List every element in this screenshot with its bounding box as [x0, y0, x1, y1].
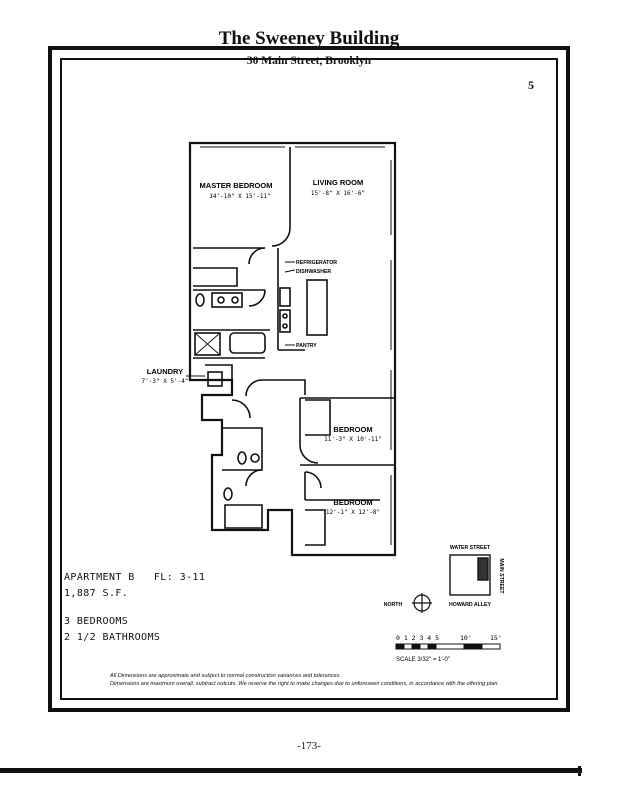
bottom-rule-tick — [578, 766, 581, 776]
master-bedroom-dims: 14'-10" X 15'-11" — [209, 193, 270, 200]
north-arrow-icon — [412, 593, 432, 613]
bedroom3-walls — [304, 472, 380, 501]
main-street-label: MAIN STREET — [498, 558, 504, 594]
apartment-info: APARTMENT B FL: 3-11 1,887 S.F. — [64, 570, 205, 602]
bath-left-walls — [222, 427, 263, 471]
building-address: 30 Main Street, Brooklyn — [246, 55, 372, 67]
pantry-label: PANTRY — [296, 343, 317, 349]
bedroom3-label: BEDROOM — [333, 498, 372, 507]
scale-ticks: 0 1 2 3 4 5 — [396, 634, 439, 642]
dishwasher-label: DISHWASHER — [296, 269, 331, 275]
scale-fifteen: 15' — [490, 634, 502, 642]
disclaimer-line-2: Dimensions are maximum overall, subtract… — [110, 681, 499, 687]
shower-master — [194, 332, 221, 356]
laundry-label: LAUNDRY — [147, 367, 183, 376]
door-living — [271, 227, 291, 247]
bedroom2-closet — [305, 399, 331, 436]
sink-2 — [231, 296, 239, 304]
hall-wall — [262, 379, 306, 395]
toilet-left — [237, 451, 247, 465]
living-room-dims: 15'-8" X 16'-6" — [311, 190, 365, 197]
toilet-master — [195, 293, 205, 307]
door-hall — [245, 379, 263, 397]
scale-ten: 10' — [460, 634, 472, 642]
apartment-bedrooms: 3 BEDROOMS — [64, 616, 129, 627]
master-tub — [229, 332, 266, 354]
sink-1 — [217, 296, 225, 304]
master-bedroom-label: MASTER BEDROOM — [200, 181, 273, 190]
door-bath — [248, 289, 266, 307]
howard-alley-label: HOWARD ALLEY — [449, 602, 491, 608]
scale-bar — [395, 643, 501, 650]
building-title: The Sweeney Building — [218, 28, 400, 49]
vanity-master — [211, 292, 243, 308]
door-master — [248, 247, 266, 265]
water-street-label: WATER STREET — [450, 545, 491, 551]
stove — [279, 309, 291, 333]
laundry-dims: 7'-3" X 5'-4" — [142, 378, 189, 385]
apartment-rooms: 3 BEDROOMS 2 1/2 BATHROOMS — [64, 614, 160, 646]
scale-label: SCALE 3/32" = 1'-0" — [396, 657, 450, 663]
bath-left-tub — [224, 504, 263, 529]
apartment-unit: APARTMENT B FL: 3-11 — [64, 572, 206, 583]
key-plan — [449, 554, 491, 596]
bedroom2-dims: 11'-3" X 10'-11" — [324, 436, 382, 443]
north-label: NORTH — [384, 602, 403, 608]
bedroom3-dims: 12'-1" X 12'-8" — [326, 509, 380, 516]
door-bedroom2 — [299, 444, 319, 464]
kitchen-island — [306, 279, 328, 336]
door-bedroom3 — [304, 471, 322, 489]
exterior-wall — [188, 141, 397, 557]
page-number: -173- — [297, 740, 321, 752]
apartment-bathrooms: 2 1/2 BATHROOMS — [64, 632, 161, 643]
apartment-area: 1,887 S.F. — [64, 588, 129, 599]
living-room-label: LIVING ROOM — [313, 178, 363, 187]
door-bath-left — [245, 469, 263, 487]
fridge — [279, 287, 291, 307]
disclaimer: All Dimensions are approximate and subje… — [110, 672, 499, 688]
closet-master — [193, 267, 238, 287]
bedroom2-label: BEDROOM — [333, 425, 372, 434]
inner-border — [60, 58, 558, 700]
bedroom2-walls — [299, 397, 395, 466]
key-plan-site — [477, 557, 489, 581]
bottom-rule — [0, 768, 582, 773]
bedroom3-closet — [305, 509, 326, 546]
washer-dryer — [207, 371, 223, 387]
toilet-left-2 — [223, 487, 233, 501]
page-badge: 5 — [528, 78, 534, 92]
laundry-box — [205, 364, 233, 380]
disclaimer-line-1: All Dimensions are approximate and subje… — [110, 673, 342, 679]
sink-left — [250, 453, 260, 463]
door-entry — [231, 399, 251, 419]
refrigerator-label: REFRIGERATOR — [296, 260, 337, 266]
outer-border — [48, 46, 570, 712]
